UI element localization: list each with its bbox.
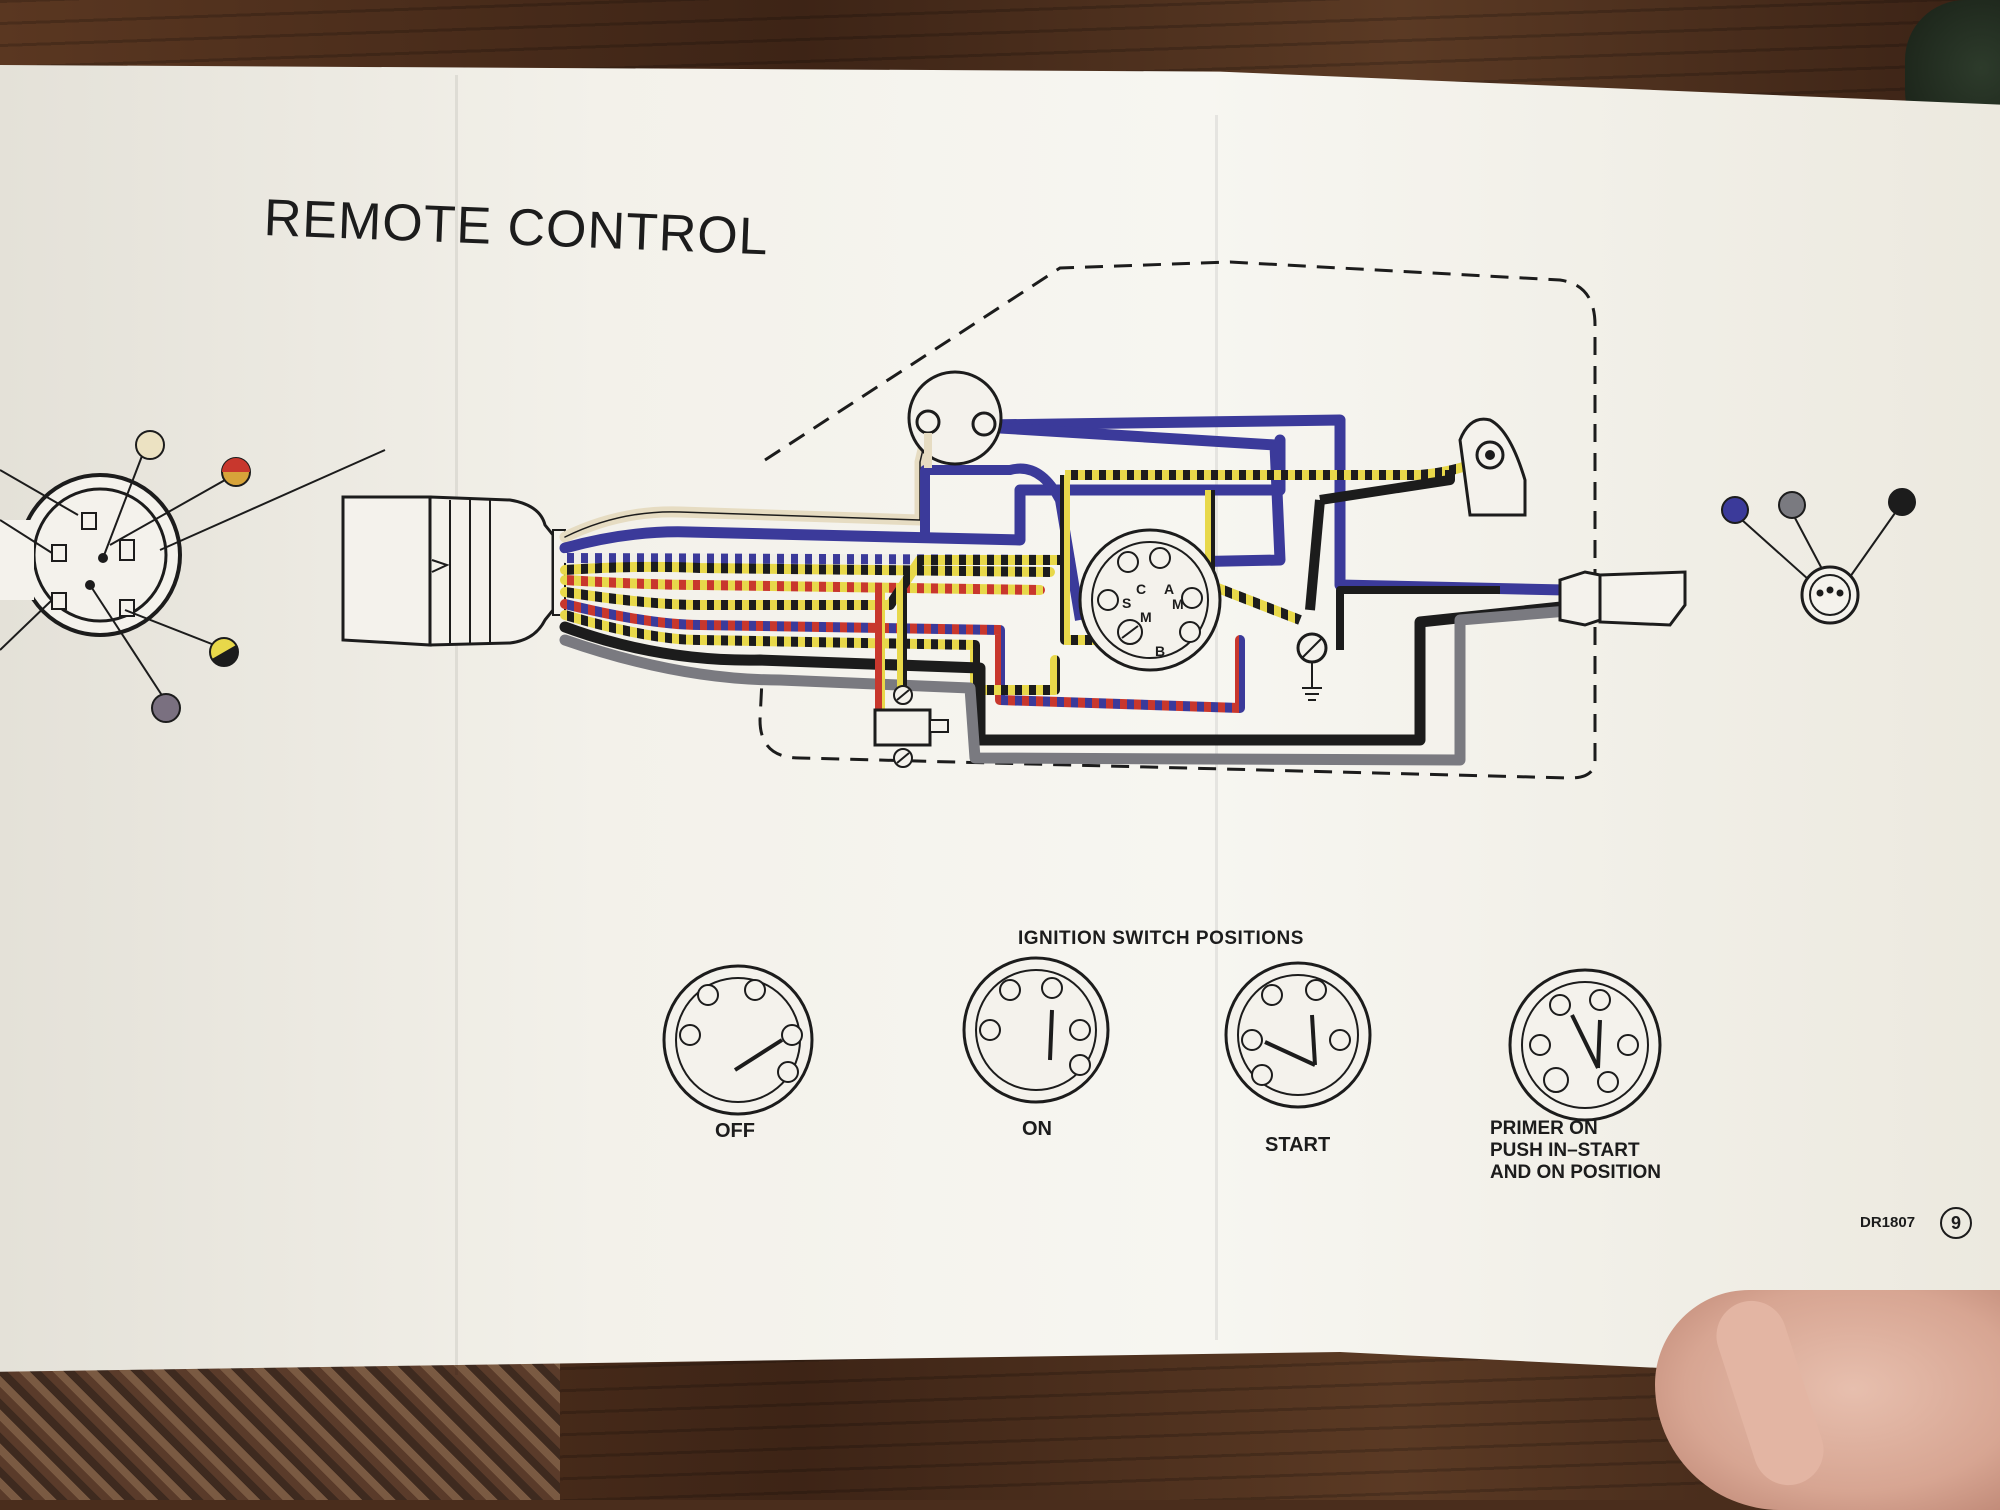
- document-number: DR1807: [1860, 1214, 1916, 1231]
- primer-line-2: PUSH IN–START: [1490, 1140, 1640, 1161]
- wiring-diagram-sheet: [0, 65, 2000, 1385]
- terminal-b: B: [1155, 643, 1165, 659]
- position-label-start: START: [1265, 1134, 1331, 1156]
- terminal-m-upper: M: [1172, 596, 1184, 612]
- hand-holding-paper: [1655, 1290, 2000, 1510]
- right-cable-plug: [1558, 570, 1687, 627]
- switch-position-start: [1224, 961, 1372, 1109]
- cable-connector-body: [341, 495, 566, 647]
- terminal-s: S: [1122, 595, 1131, 611]
- position-label-on: ON: [1022, 1118, 1052, 1140]
- primer-line-1: PRIMER ON: [1490, 1118, 1598, 1139]
- three-pin-connector: [1721, 488, 1916, 625]
- terminal-post: [1458, 417, 1527, 517]
- control-housing-outline: [758, 260, 1597, 780]
- wire-harness: [559, 414, 1586, 766]
- ground-symbol: [1296, 632, 1328, 701]
- switch-position-primer: [1508, 968, 1662, 1122]
- primer-line-3: AND ON POSITION: [1490, 1162, 1662, 1183]
- terminal-c: C: [1136, 581, 1146, 597]
- position-label-primer: PRIMER ON PUSH IN–START AND ON POSITION: [1490, 1118, 1661, 1184]
- ignition-positions-heading: IGNITION SWITCH POSITIONS: [1018, 928, 1304, 949]
- ignition-switch: C A S M M B: [1078, 528, 1222, 672]
- terminal-a: A: [1164, 581, 1174, 597]
- page-number: 9: [1940, 1207, 1972, 1239]
- paper-fold-line: [455, 75, 458, 1375]
- switch-position-off: [662, 964, 814, 1116]
- choke-switch: [873, 685, 949, 768]
- switch-position-on: [962, 956, 1110, 1104]
- paper-fold-line: [1215, 115, 1218, 1340]
- position-label-off: OFF: [715, 1120, 755, 1142]
- harness-plug-connector: [0, 430, 386, 723]
- terminal-m-lower: M: [1140, 609, 1152, 625]
- indicator-lamp: [907, 370, 1003, 468]
